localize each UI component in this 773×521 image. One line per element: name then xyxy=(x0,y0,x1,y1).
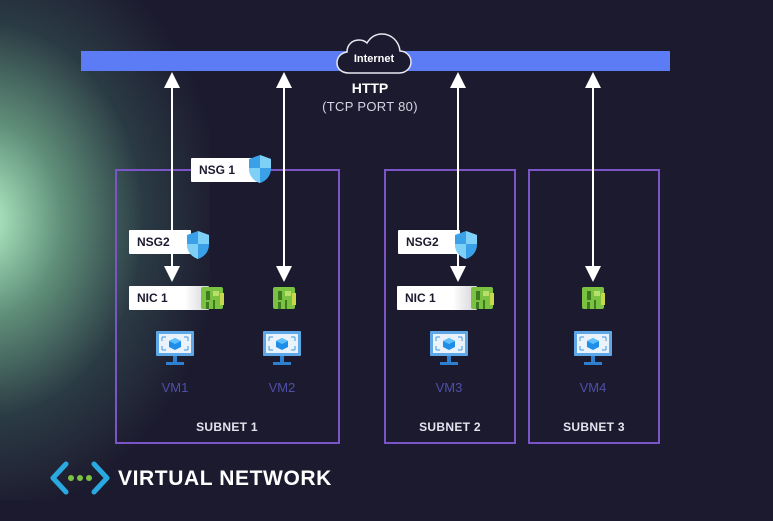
nic-icon xyxy=(471,287,494,309)
cloud-icon xyxy=(336,33,412,74)
shield-icon xyxy=(455,231,477,259)
virtual-network-icon xyxy=(50,461,110,495)
nic1-tag-subnet2: NIC 1 xyxy=(397,286,477,310)
nic1-tag-subnet1: NIC 1 xyxy=(129,286,209,310)
vm3-label: VM3 xyxy=(435,380,463,395)
nic1-label: NIC 1 xyxy=(405,291,436,305)
port-label: (TCP PORT 80) xyxy=(322,99,418,114)
nsg1-label: NSG 1 xyxy=(199,163,236,177)
internet-label: Internet xyxy=(353,53,395,65)
shield-icon xyxy=(249,155,271,183)
vm-monitor-icon xyxy=(156,331,194,365)
subnet-2-label: SUBNET 2 xyxy=(419,420,481,434)
shield-icon xyxy=(187,231,209,259)
vm4-label: VM4 xyxy=(579,380,607,395)
subnet-3-label: SUBNET 3 xyxy=(563,420,625,434)
vm1-label: VM1 xyxy=(161,380,189,395)
vm-monitor-icon xyxy=(263,331,301,365)
vm2-label: VM2 xyxy=(268,380,296,395)
nsg2-label: NSG2 xyxy=(406,235,439,249)
nsg2-label: NSG2 xyxy=(137,235,170,249)
nic-icon xyxy=(582,287,605,309)
brand-title: VIRTUAL NETWORK xyxy=(118,467,332,490)
nsg2-tag-subnet1: NSG2 xyxy=(129,230,191,254)
vm-monitor-icon xyxy=(574,331,612,365)
nic-icon xyxy=(273,287,296,309)
protocol-label: HTTP xyxy=(351,80,389,96)
nic1-label: NIC 1 xyxy=(137,291,168,305)
nic-icon xyxy=(201,287,224,309)
nsg2-tag-subnet2: NSG2 xyxy=(398,230,460,254)
subnet-1-label: SUBNET 1 xyxy=(196,420,258,434)
vm-monitor-icon xyxy=(430,331,468,365)
